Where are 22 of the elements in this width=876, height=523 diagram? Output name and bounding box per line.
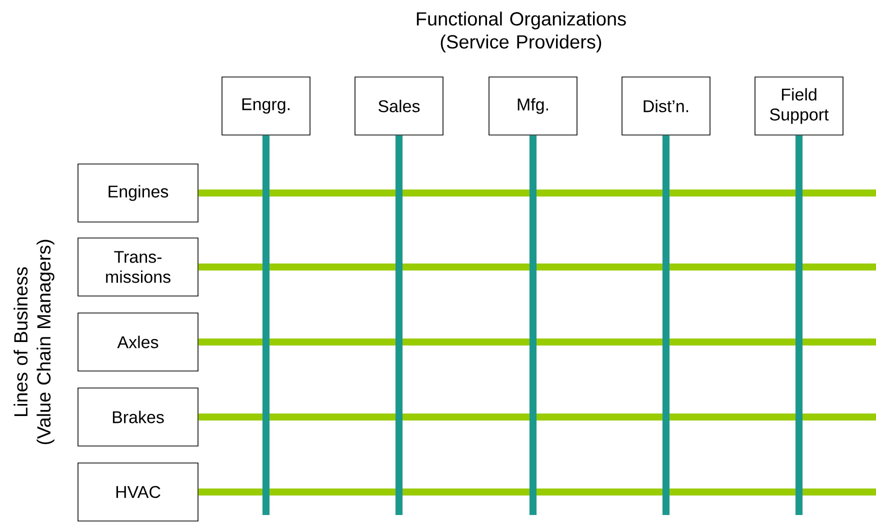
connector-line [530, 135, 536, 515]
title: Functional Organizations (Service Providers) [416, 12, 626, 52]
connector-line [198, 338, 876, 346]
business-box: Trans- missions [78, 238, 198, 296]
connector-line [198, 264, 876, 270]
business-box: Brakes [78, 388, 198, 446]
connector-line [198, 488, 876, 496]
function-box: Engrg. [222, 76, 310, 136]
connector-line [262, 135, 270, 515]
connector-line [198, 414, 876, 420]
business-box: Engines [78, 164, 198, 222]
function-box: Sales [354, 76, 444, 136]
connector-line [796, 135, 802, 515]
function-box: Dist’n. [622, 76, 710, 136]
connector-line [396, 135, 402, 515]
connector-line [198, 190, 876, 196]
business-box: HVAC [78, 462, 198, 522]
function-box: Mfg. [488, 76, 578, 136]
function-box: Field Support [754, 76, 844, 136]
connector-line [662, 135, 670, 515]
axis-title: Lines of Business (Value Chain Managers) [14, 240, 54, 444]
business-box: Axles [78, 312, 198, 372]
